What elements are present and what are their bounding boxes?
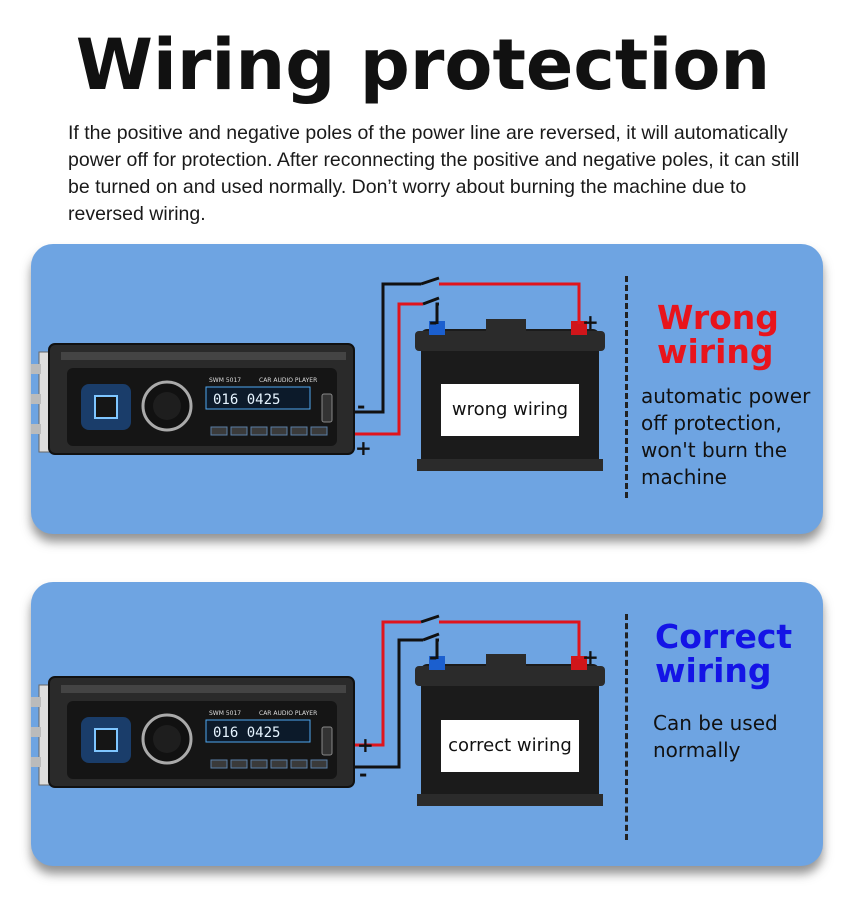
wrong-wiring-note: automatic power off protection, won't bu…: [641, 384, 811, 489]
wrong-wiring-illustration: 016 0425 SWM 5017 CAR AUDIO PLAYER: [31, 276, 605, 471]
radio-display-readout: 016 0425: [213, 392, 280, 408]
description-text: If the positive and negative poles of th…: [68, 122, 800, 225]
radio-display-readout: 016 0425: [213, 725, 280, 741]
car-radio-unit: 016 0425 SWM 5017 CAR AUDIO PLAYER: [31, 676, 355, 788]
battery-label: correct wiring: [441, 720, 579, 772]
radio-brand-label: CAR AUDIO PLAYER: [259, 710, 317, 717]
battery-label: wrong wiring: [441, 384, 579, 436]
panel-divider: [625, 614, 628, 840]
battery-positive-sign: +: [582, 310, 599, 334]
radio-lower-terminal-sign: -: [359, 762, 368, 786]
car-radio-unit: 016 0425 SWM 5017 CAR AUDIO PLAYER: [31, 343, 355, 455]
radio-model-label: SWM 5017: [209, 710, 241, 717]
page-title: Wiring protection: [75, 24, 771, 106]
radio-brand-label: CAR AUDIO PLAYER: [259, 377, 317, 384]
radio-model-label: SWM 5017: [209, 377, 241, 384]
battery-negative-sign: -: [429, 645, 438, 669]
panel-divider: [625, 276, 628, 498]
wires: [355, 614, 581, 769]
battery-negative-sign: -: [429, 310, 438, 334]
correct-wiring-note: Can be used normally: [653, 711, 778, 762]
wires: [355, 276, 581, 436]
correct-wiring-heading: Correct wiring: [655, 617, 793, 690]
radio-upper-terminal-sign: +: [357, 733, 374, 757]
correct-wiring-panel: 016 0425 SWM 5017 CAR AUDIO PLAYER: [31, 582, 823, 866]
wrong-wiring-heading: Wrong wiring: [657, 298, 779, 371]
battery-positive-sign: +: [582, 645, 599, 669]
radio-lower-terminal-sign: +: [355, 436, 372, 460]
wrong-wiring-panel: 016 0425 SWM 5017 CAR AUDIO PLAYER: [31, 244, 823, 534]
radio-upper-terminal-sign: -: [357, 394, 366, 418]
